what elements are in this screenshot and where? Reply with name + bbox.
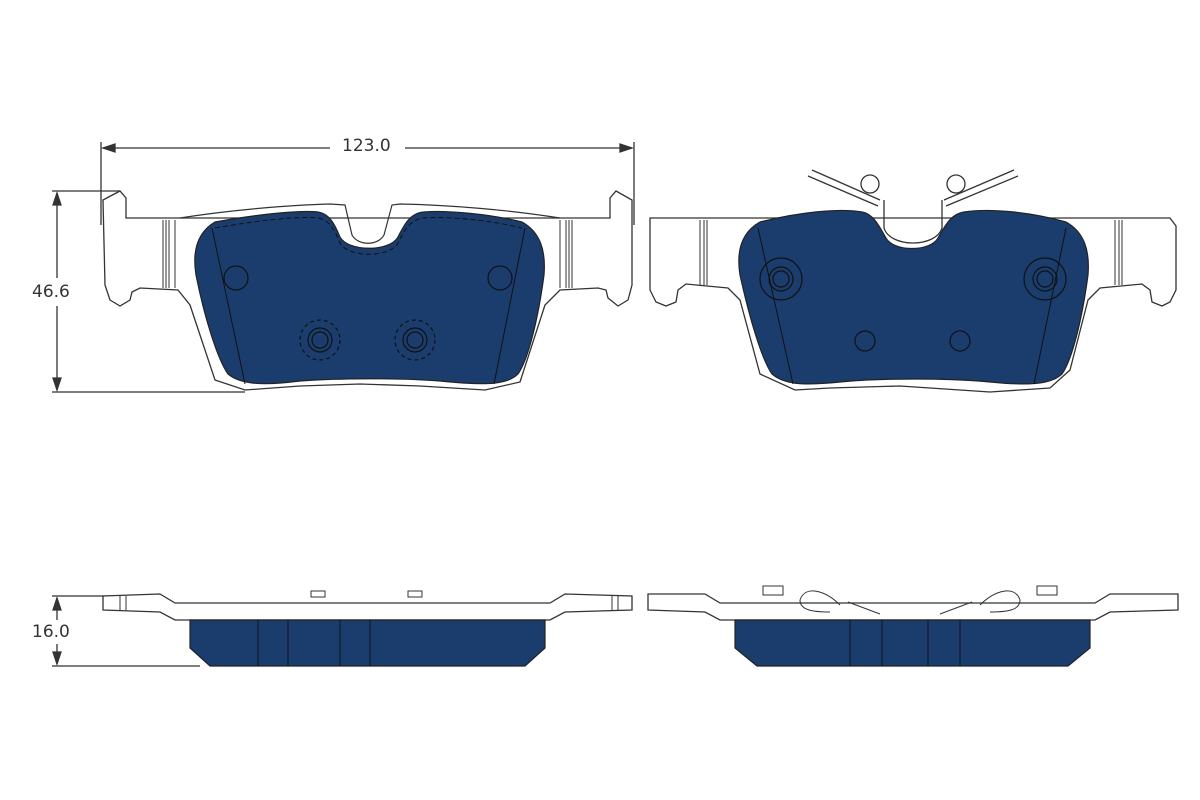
dimension-thickness-label: 16.0 [28, 622, 74, 642]
dimension-height [52, 190, 245, 393]
friction-material [189, 619, 546, 667]
spring-clips [807, 169, 1019, 244]
dimension-thickness [52, 595, 200, 667]
friction-material [194, 210, 545, 385]
pad-2-front-view [649, 169, 1177, 393]
dimension-width-label: 123.0 [338, 136, 395, 156]
pad-1-side-view [102, 590, 633, 667]
pad-2-side-view [647, 585, 1179, 667]
dimension-height-label: 46.6 [28, 282, 74, 302]
dimension-width [100, 142, 635, 225]
friction-material [738, 209, 1089, 385]
pad-1-front-view [102, 190, 633, 391]
friction-material [734, 619, 1091, 667]
